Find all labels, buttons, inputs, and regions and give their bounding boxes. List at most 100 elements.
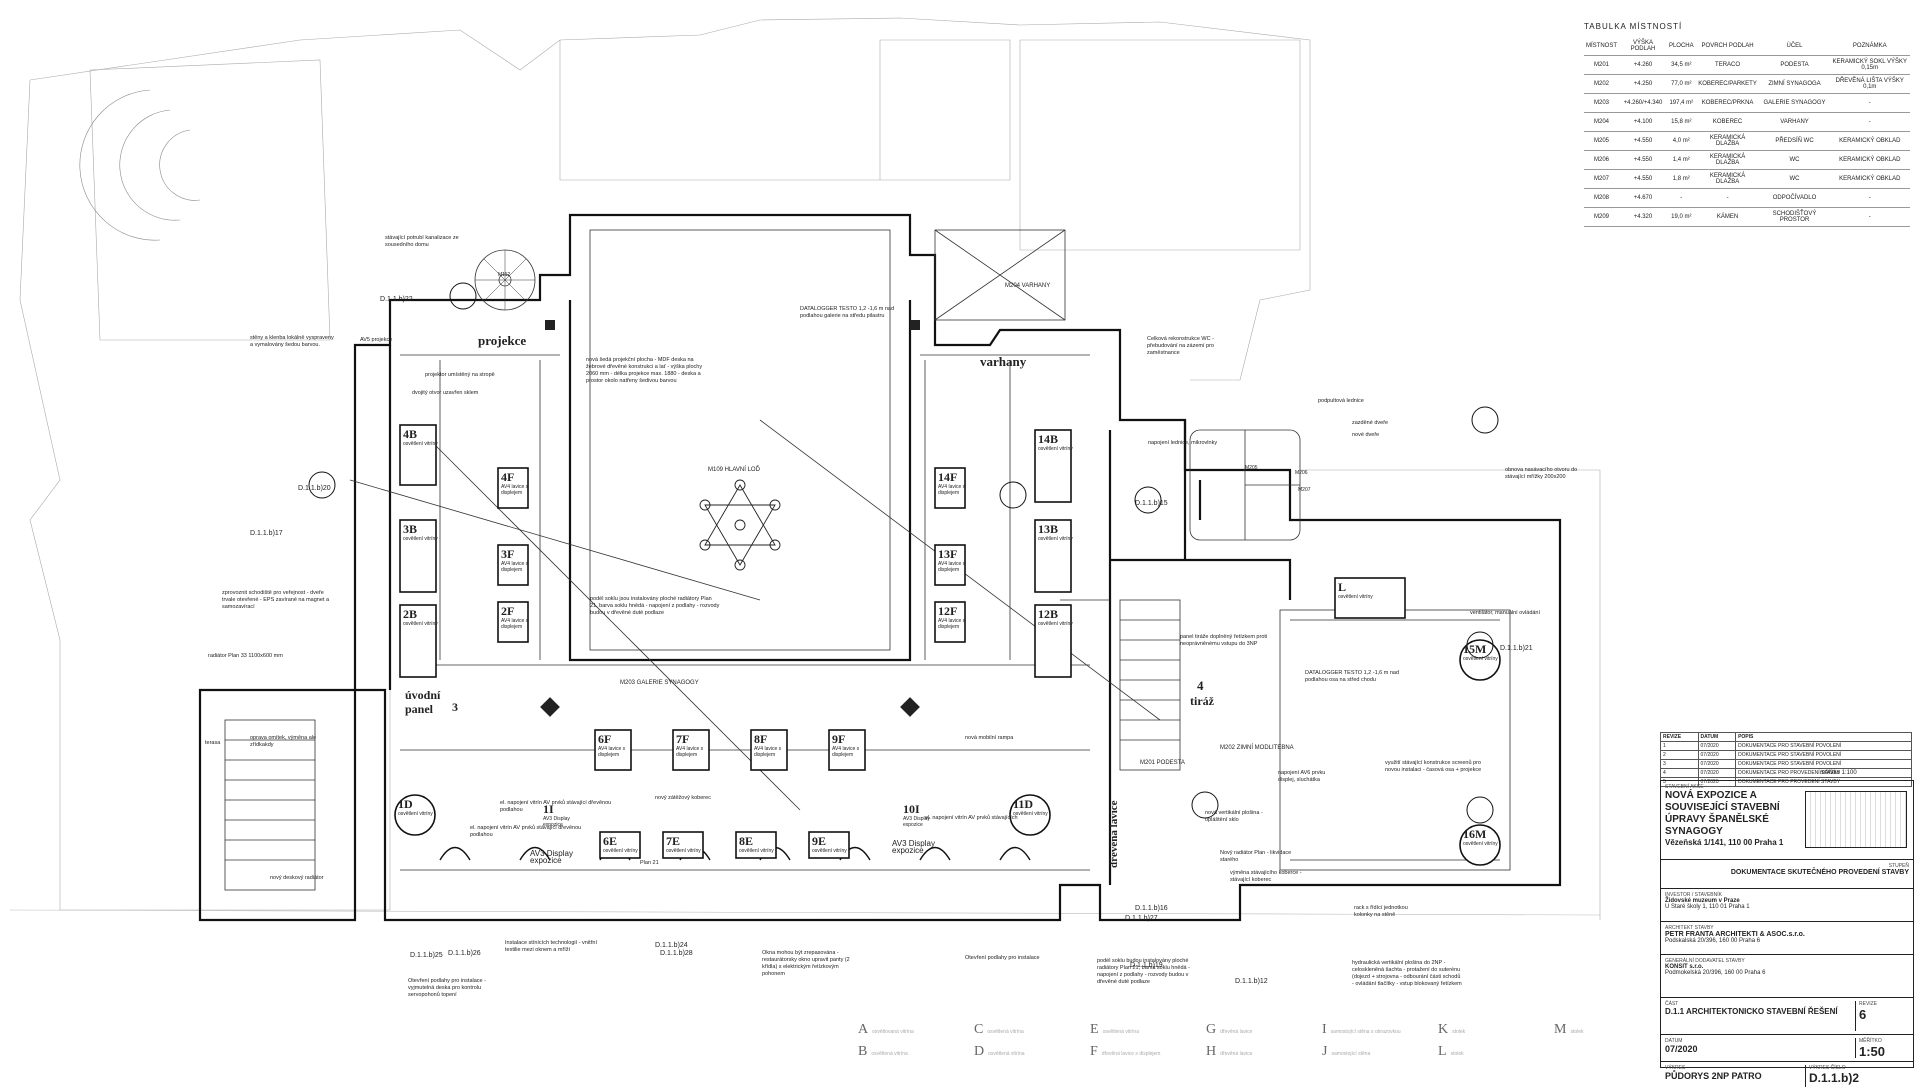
- legend-key: L: [1438, 1044, 1447, 1059]
- legend-text: osvětlená vitrína: [987, 1029, 1024, 1035]
- vitrine-3b: [399, 519, 437, 593]
- table-cell: -: [1829, 93, 1910, 113]
- rooms-header-cell: MÍSTNOST: [1584, 37, 1619, 56]
- legend-text: stolek: [1450, 1051, 1464, 1057]
- table-cell: DOKUMENTACE PRO PROVEDENÍ STAVBY: [1735, 768, 1912, 778]
- table-cell: 1,8 m²: [1666, 169, 1696, 189]
- table-cell: DOKUMENTACE PRO STAVEBNÍ POVOLENÍ: [1735, 759, 1912, 769]
- table-cell: PŘEDSÍŇ WC: [1759, 131, 1830, 151]
- vitrine-14f: [934, 467, 966, 509]
- legend-text: dřevěná lavice: [1220, 1051, 1253, 1057]
- table-cell: VARHANY: [1759, 112, 1830, 132]
- table-cell: M208: [1584, 188, 1619, 208]
- table-cell: 19,0 m²: [1666, 207, 1696, 227]
- table-cell: GALERIE SYNAGOGY: [1759, 93, 1830, 113]
- legend-key: F: [1090, 1044, 1098, 1059]
- vitrine-14b: [1034, 429, 1072, 503]
- rooms-table-caption: TABULKA MÍSTNOSTÍ: [1584, 22, 1683, 31]
- vitrine-7f: [672, 729, 710, 771]
- part-label: ČÁST: [1665, 1001, 1679, 1007]
- table-cell: M205: [1584, 131, 1619, 151]
- vitrine-16m: [1459, 824, 1501, 866]
- investor-label: INVESTOR / STAVEBNÍK: [1665, 892, 1722, 898]
- table-cell: 197,4 m²: [1666, 93, 1696, 113]
- rooms-header-cell: PLOCHA: [1666, 37, 1696, 56]
- table-cell: M207: [1584, 169, 1619, 189]
- table-cell: M202: [1584, 74, 1619, 94]
- investor-address: U Staré školy 1, 110 01 Praha 1: [1665, 904, 1750, 910]
- vitrine-1d: [394, 794, 436, 836]
- building-thumbnail: [1805, 791, 1907, 848]
- table-cell: KERAMICKÁ DLAŽBA: [1695, 131, 1760, 151]
- stage-value: DOKUMENTACE SKUTEČNÉHO PROVEDENÍ STAVBY: [1730, 869, 1909, 876]
- table-cell: 07/2020: [1697, 759, 1737, 769]
- contractor-label: GENERÁLNÍ DODAVATEL STAVBY: [1665, 958, 1745, 964]
- sheet-title: PŮDORYS 2NP PATRO: [1665, 1071, 1762, 1081]
- vitrine-2f: [497, 601, 529, 643]
- table-cell: DOKUMENTACE PRO STAVEBNÍ POVOLENÍ: [1735, 741, 1912, 751]
- table-cell: KERAMICKÁ DLAŽBA: [1695, 150, 1760, 170]
- vitrine-13f: [934, 544, 966, 586]
- vitrine-12b: [1034, 604, 1072, 678]
- vitrine-8e: [735, 831, 777, 859]
- vitrine-15m: [1459, 639, 1501, 681]
- table-cell: 15,8 m²: [1666, 112, 1696, 132]
- legend-text: dřevěná lavice: [1220, 1029, 1253, 1035]
- vitrine-13b: [1034, 519, 1072, 593]
- table-cell: KERAMICKÝ SOKL VÝŠKY 0,15m: [1829, 55, 1910, 75]
- table-cell: SCHODIŠŤOVÝ PROSTOR: [1759, 207, 1830, 227]
- rooms-header-cell: VÝŠKA PODLAH: [1619, 37, 1667, 56]
- vitrine-2b: [399, 604, 437, 678]
- legend-key: A: [858, 1022, 869, 1037]
- table-cell: M206: [1584, 150, 1619, 170]
- table-cell: -: [1829, 207, 1910, 227]
- sheet-number-label: VÝKRES ČÍSLO: [1809, 1065, 1846, 1071]
- table-cell: M209: [1584, 207, 1619, 227]
- vitrine-3f: [497, 544, 529, 586]
- stage-label: STUPEŇ: [1888, 863, 1909, 869]
- table-cell: +4.320: [1619, 207, 1667, 227]
- vitrine-l: [1334, 577, 1406, 619]
- table-cell: +4.260/+4.340: [1619, 93, 1667, 113]
- architect-label: ARCHITEKT STAVBY: [1665, 925, 1714, 931]
- legend-text: osvětlovaná vitrína: [872, 1029, 914, 1035]
- vitrine-11d: [1009, 794, 1051, 836]
- table-cell: TERACO: [1695, 55, 1760, 75]
- table-cell: -: [1829, 112, 1910, 132]
- legend-key: D: [974, 1044, 985, 1059]
- vitrine-6f: [594, 729, 632, 771]
- table-cell: PODESTA: [1759, 55, 1830, 75]
- legend-text: stolek: [1452, 1029, 1466, 1035]
- sheet-title-label: VÝKRES: [1665, 1065, 1686, 1071]
- project-address: Vězeňská 1/141, 110 00 Praha 1: [1665, 838, 1784, 847]
- table-cell: +4.260: [1619, 55, 1667, 75]
- table-cell: 07/2020: [1697, 741, 1737, 751]
- table-cell: M204: [1584, 112, 1619, 132]
- scale-label: MĚŘÍTKO: [1859, 1038, 1882, 1044]
- revision-header-cell: POPIS: [1735, 732, 1912, 742]
- rooms-header-cell: ÚČEL: [1759, 37, 1830, 56]
- legend-text: samostojící stěna: [1331, 1051, 1371, 1057]
- rooms-header-cell: POZNÁMKA: [1829, 37, 1910, 56]
- table-cell: 3: [1660, 759, 1699, 769]
- legend-key: M: [1554, 1022, 1567, 1037]
- legend-text: osvětlená vitrína: [871, 1051, 908, 1057]
- vitrine-7e: [662, 831, 704, 859]
- table-cell: KERAMICKÝ OBKLAD: [1829, 169, 1910, 189]
- table-cell: KOBEREC/PRKNA: [1695, 93, 1760, 113]
- table-cell: 4: [1660, 768, 1699, 778]
